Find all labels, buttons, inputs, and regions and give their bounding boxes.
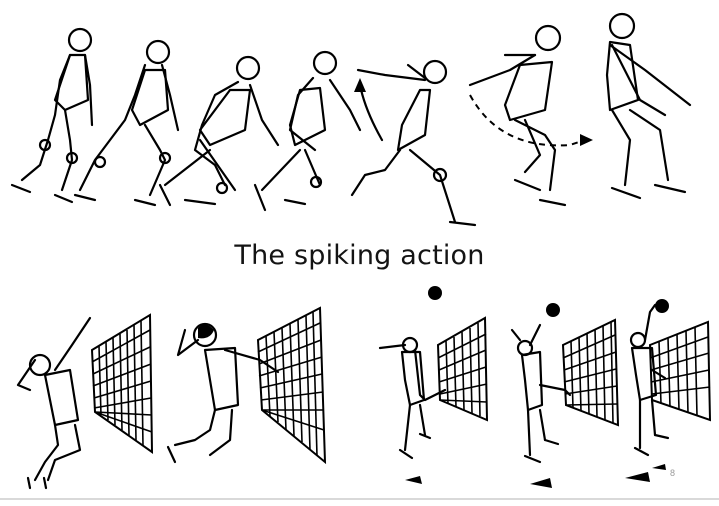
spiker-1: [16, 316, 92, 490]
spiker-3: [378, 336, 447, 484]
volleyball-2: [546, 303, 560, 317]
net-4: [561, 318, 620, 427]
spike-figures-drawing: [16, 286, 712, 490]
spiker-2: [166, 322, 280, 464]
net-5: [648, 320, 712, 422]
volleyball-1: [428, 286, 442, 300]
slide-caption: The spiking action: [234, 240, 485, 271]
net-1: [90, 313, 154, 454]
spike-sequence-illustration: [0, 280, 719, 498]
net-3: [436, 316, 489, 422]
volleyball-3: [655, 299, 669, 313]
approach-sequence-illustration: [0, 0, 719, 230]
bottom-separator: [0, 498, 719, 500]
spiker-4: [510, 323, 572, 488]
page-number: 8: [670, 468, 676, 478]
spiker-5: [625, 303, 670, 482]
net-2: [256, 306, 327, 465]
approach-figures-drawing: [10, 12, 692, 227]
